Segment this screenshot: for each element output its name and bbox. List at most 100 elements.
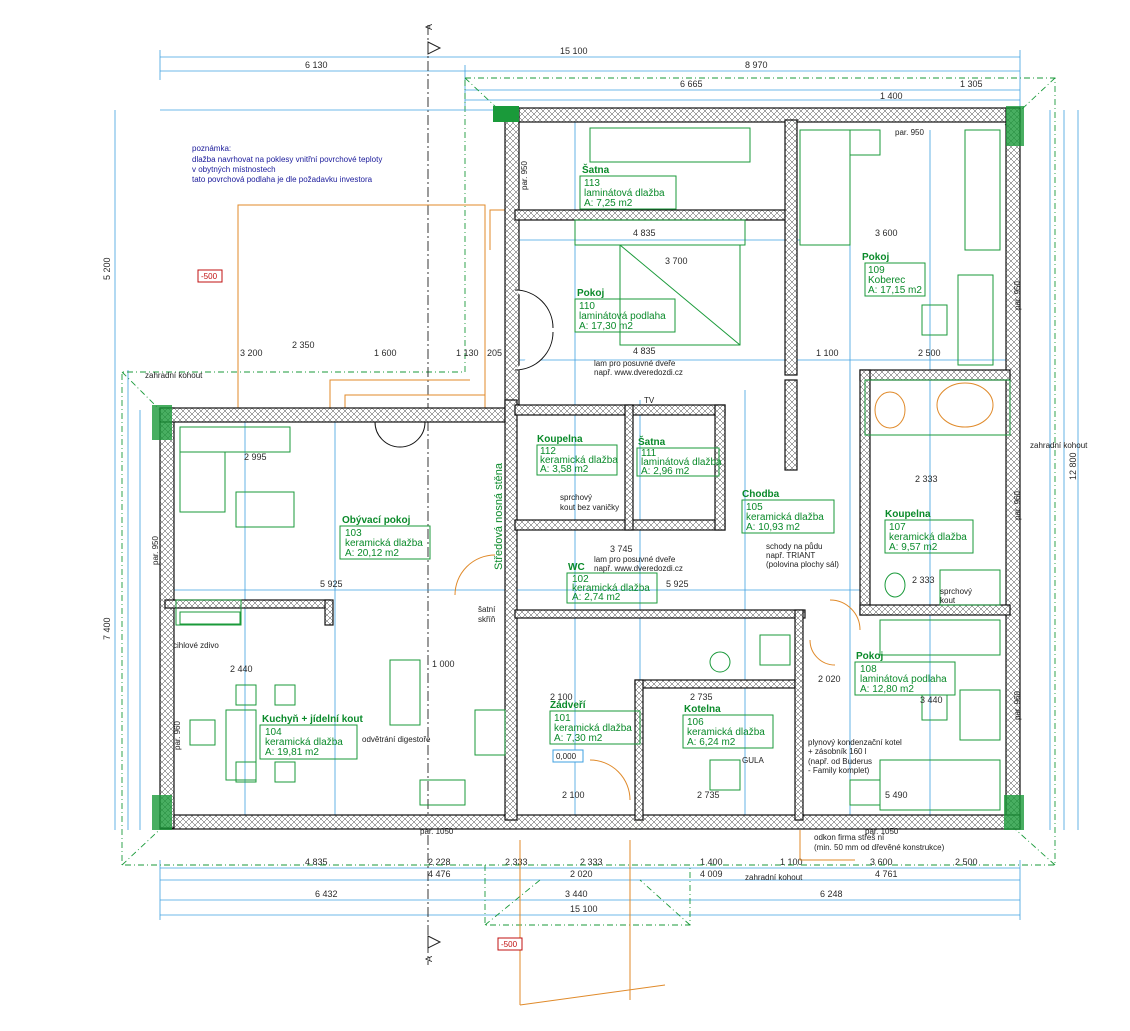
svg-text:A: 12,80 m2: A: 12,80 m2 <box>860 684 914 695</box>
dim-4761: 2 500 <box>955 857 978 867</box>
svg-text:2 735: 2 735 <box>690 692 713 702</box>
room-label-107: Koupelna 107 keramická dlažba A: 9,57 m2 <box>884 509 974 554</box>
svg-text:3 200: 3 200 <box>240 348 263 358</box>
svg-text:Šatna: Šatna <box>638 435 666 448</box>
svg-text:GULA: GULA <box>742 756 764 765</box>
dim-1300b: 4 009 <box>700 869 723 879</box>
svg-text:zahradní kohout: zahradní kohout <box>145 371 203 380</box>
note-line-2: v obytných místnostech <box>192 165 276 174</box>
svg-text:keramická dlažba: keramická dlažba <box>265 737 343 748</box>
room-label-105: Chodba 105 keramická dlažba A: 10,93 m2 <box>741 489 835 534</box>
svg-text:kout bez vaničky: kout bez vaničky <box>560 503 619 512</box>
svg-text:105: 105 <box>746 502 763 513</box>
dim-2350b: 2 020 <box>570 869 593 879</box>
svg-text:např. www.dveredozdi.cz: např. www.dveredozdi.cz <box>594 564 683 573</box>
dim-1400b: 2 333 <box>580 857 603 867</box>
orange-lines <box>237 204 855 1006</box>
svg-text:např. TRIANT: např. TRIANT <box>766 551 815 560</box>
dim-1400: 1 400 <box>880 91 903 101</box>
svg-text:3 700: 3 700 <box>665 256 688 266</box>
svg-text:1 130: 1 130 <box>456 348 479 358</box>
svg-text:(např. od Buderus: (např. od Buderus <box>808 757 872 766</box>
svg-text:- Family komplet): - Family komplet) <box>808 766 870 775</box>
svg-text:kout: kout <box>940 596 956 605</box>
svg-text:par. 950: par. 950 <box>895 128 924 137</box>
svg-text:schody na půdu: schody na půdu <box>766 542 823 551</box>
design-note: poznámka: dlažba navrhovat na poklesy vn… <box>192 144 382 184</box>
section-axis-a: A A <box>424 24 442 965</box>
svg-text:104: 104 <box>265 727 282 738</box>
svg-text:112: 112 <box>540 446 556 457</box>
svg-text:109: 109 <box>868 265 885 276</box>
right-dimension-lines: 12 800 <box>1049 110 1079 830</box>
svg-text:skříň: skříň <box>478 615 495 624</box>
svg-text:2 440: 2 440 <box>230 664 253 674</box>
svg-text:keramická dlažba: keramická dlažba <box>540 455 618 466</box>
spine-wall-label: Středová nosná stěna <box>493 462 505 570</box>
svg-text:+ zásobník 160 l: + zásobník 160 l <box>808 747 867 756</box>
svg-text:Pokoj: Pokoj <box>862 252 889 263</box>
svg-text:par. 960: par. 960 <box>173 721 182 750</box>
dim-1300c: 4 761 <box>875 869 898 879</box>
room-label-112: Koupelna 112 keramická dlažba A: 3,58 m2 <box>536 434 618 476</box>
svg-text:Koupelna: Koupelna <box>885 509 931 520</box>
svg-text:keramická dlažba: keramická dlažba <box>572 583 650 594</box>
svg-text:103: 103 <box>345 528 362 539</box>
svg-text:laminátová podlaha: laminátová podlaha <box>860 674 947 685</box>
svg-text:5 490: 5 490 <box>885 790 908 800</box>
level-marker-top: -500 <box>201 272 218 281</box>
dim-right-total: 12 800 <box>1068 452 1078 480</box>
room-label-109: Pokoj 109 Koberec A: 17,15 m2 <box>862 252 926 297</box>
svg-text:(polovina plochy sál): (polovina plochy sál) <box>766 560 839 569</box>
note-line-3: tato povrchová podlaha je dle požadavku … <box>192 175 373 184</box>
svg-text:Pokoj: Pokoj <box>856 651 883 662</box>
door-swings <box>374 289 861 801</box>
svg-text:A: 6,24 m2: A: 6,24 m2 <box>687 737 736 748</box>
room-label-110: Pokoj 110 laminátová podlaha A: 17,30 m2 <box>574 288 676 333</box>
svg-text:Kuchyň + jídelní kout: Kuchyň + jídelní kout <box>262 714 364 725</box>
svg-text:110: 110 <box>579 301 595 312</box>
svg-text:cihlové zdivo: cihlové zdivo <box>173 641 219 650</box>
dim-2228: 1 100 <box>780 857 803 867</box>
svg-text:Šatna: Šatna <box>582 163 610 176</box>
svg-text:2 735: 2 735 <box>697 790 720 800</box>
dim-top-right: 8 970 <box>745 60 768 70</box>
left-dimension-lines: 5 200 7 400 <box>102 110 141 830</box>
room-label-106: Kotelna 106 keramická dlažba A: 6,24 m2 <box>682 704 774 749</box>
dim-1900: 2 228 <box>428 857 451 867</box>
svg-text:par. 960: par. 960 <box>1013 491 1022 520</box>
dim-2100c: 3 440 <box>565 889 588 899</box>
svg-text:4 835: 4 835 <box>633 228 656 238</box>
svg-text:3 440: 3 440 <box>920 695 943 705</box>
svg-text:Koupelna: Koupelna <box>537 434 583 445</box>
dim-bottom-total: 15 100 <box>570 904 598 914</box>
svg-text:par. 960: par. 960 <box>1013 691 1022 720</box>
svg-text:par. 950: par. 950 <box>1013 281 1022 310</box>
svg-text:par. 1050: par. 1050 <box>420 827 454 836</box>
svg-text:par. 950: par. 950 <box>520 161 529 190</box>
svg-text:par. 950: par. 950 <box>151 536 160 565</box>
svg-text:5 925: 5 925 <box>666 579 689 589</box>
svg-text:A: 17,15 m2: A: 17,15 m2 <box>868 285 922 296</box>
svg-text:107: 107 <box>889 522 906 533</box>
svg-text:A: 7,30 m2: A: 7,30 m2 <box>554 733 603 744</box>
dim-left-bottom: 7 400 <box>102 617 112 640</box>
svg-text:205: 205 <box>487 348 502 358</box>
svg-text:5 925: 5 925 <box>320 579 343 589</box>
svg-text:Obývací pokoj: Obývací pokoj <box>342 515 411 526</box>
annotations: lam pro posuvné dveře např. www.dveredoz… <box>145 128 1088 882</box>
svg-text:laminátová podlaha: laminátová podlaha <box>579 311 666 322</box>
svg-text:3 745: 3 745 <box>610 544 633 554</box>
svg-text:keramická dlažba: keramická dlažba <box>345 538 423 549</box>
svg-text:TV: TV <box>644 396 655 405</box>
dim-4009: 3 600 <box>870 857 893 867</box>
interior-dimensions: 2 350 3 200 1 600 1 130 205 2 995 3 745 … <box>230 228 943 800</box>
svg-text:Pokoj: Pokoj <box>577 288 604 299</box>
dim-bottom-left: 6 432 <box>315 889 338 899</box>
svg-text:(min. 50 mm od dřevěné konstru: (min. 50 mm od dřevěné konstrukce) <box>814 843 945 852</box>
dim-left-top: 5 200 <box>102 257 112 280</box>
svg-text:Zádveří: Zádveří <box>550 700 587 711</box>
svg-text:keramická dlažba: keramická dlažba <box>746 512 824 523</box>
dim-top-left: 6 130 <box>305 60 328 70</box>
